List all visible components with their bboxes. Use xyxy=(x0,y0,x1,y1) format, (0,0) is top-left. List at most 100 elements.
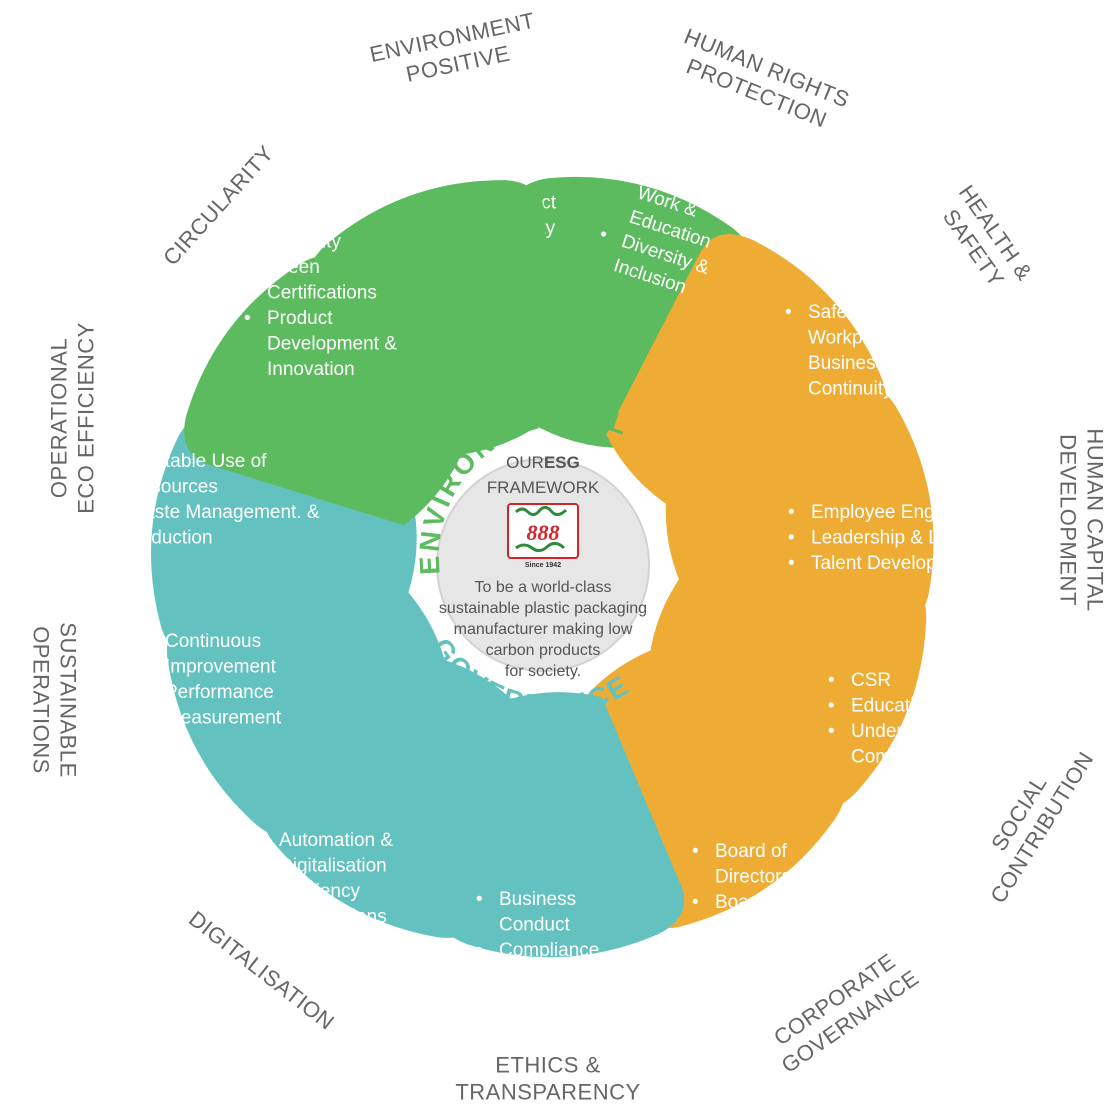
category-label-line: OPERATIONS xyxy=(29,626,54,774)
bullet-text: Measurement xyxy=(165,708,282,729)
logo-since: Since 1942 xyxy=(525,562,561,569)
center-circle xyxy=(436,458,650,672)
bullet-dot: • xyxy=(244,308,251,329)
bullet-text: Business xyxy=(499,889,576,910)
segment-bullets: • Equitable Use of Resources • Waste Managem… xyxy=(104,451,320,549)
category-label-line: HUMAN CAPITAL xyxy=(1083,428,1108,611)
segment-petal xyxy=(184,255,467,526)
bullet-text: Directors xyxy=(715,867,791,888)
bullet-text: Green xyxy=(267,257,320,278)
segment-4: • Employee Engagement • Leadership & Legacy… xyxy=(648,502,1009,810)
segment-petal xyxy=(648,567,927,810)
bullet-dot: • xyxy=(256,830,263,851)
bullet-dot: • xyxy=(104,502,111,523)
bullet-text: Data Security xyxy=(499,991,614,1012)
bullet-text: Continuity xyxy=(808,379,893,400)
bullet-text: Anti-Corruption xyxy=(499,966,627,987)
bullet-dot: • xyxy=(785,302,792,323)
bullet-text: Carbon xyxy=(441,116,503,137)
segment-bullets: •RecyclingCapacity•GreenCertifications•P… xyxy=(244,206,397,380)
bullet-dot: • xyxy=(788,528,795,549)
bullet-dot: • xyxy=(142,682,149,703)
bullet-text: Underprivilege xyxy=(851,721,974,742)
bullet-text: Equitable Use of xyxy=(127,451,267,472)
bullet-dot: • xyxy=(476,966,483,987)
bullet-text: Performance xyxy=(165,682,274,703)
bullet-text: Innovation xyxy=(267,359,355,380)
category-label-line: OPERATIONAL xyxy=(47,338,72,498)
mission-line-1: To be a world-class xyxy=(475,579,612,596)
category-label: HEALTH &SAFETY xyxy=(938,180,1038,291)
segment-bullets: •Automation &Digitalisation•Efficiency•F… xyxy=(256,830,393,928)
bullet-dot: • xyxy=(788,553,795,574)
logo-text: 888 xyxy=(527,520,560,545)
bullet-dot: • xyxy=(628,127,641,149)
segment-petal xyxy=(308,180,546,456)
segment-10: • Equitable Use of Resources • Waste Managem… xyxy=(104,255,467,549)
bullet-dot: • xyxy=(418,116,425,137)
segment-11: •RecyclingCapacity•GreenCertifications•P… xyxy=(244,180,546,456)
bullet-text: Compliance xyxy=(499,940,599,961)
mission-line-2: sustainable plastic packaging xyxy=(439,600,647,617)
bullet-text: Talent Development xyxy=(811,553,980,574)
bullet-text: Safe & Conducive xyxy=(808,302,960,323)
bullet-dot: • xyxy=(256,881,263,902)
bullet-text: Digitalisation xyxy=(279,856,387,877)
bullet-text: Education xyxy=(851,696,936,717)
bullet-text: Community xyxy=(851,747,948,768)
bullet-dot: • xyxy=(244,257,251,278)
bullet-text: Certifications xyxy=(267,283,377,304)
category-label-line: ETHICS & xyxy=(495,1053,600,1078)
bullet-text: Capacity xyxy=(267,232,341,253)
center-title-line2: FRAMEWORK xyxy=(487,478,600,497)
bullet-dot: • xyxy=(828,670,835,691)
category-label-line: ECO EFFICIENCY xyxy=(74,322,99,514)
bullet-text: Reduction xyxy=(127,528,213,549)
bullet-text: Workplace for xyxy=(808,328,926,349)
bullet-text: Resources xyxy=(127,477,218,498)
bullet-dot: • xyxy=(244,206,251,227)
segment-petal xyxy=(665,383,934,628)
category-label-line: CIRCULARITY xyxy=(158,140,278,270)
bullet-dot: • xyxy=(142,631,149,652)
bullet-dot: • xyxy=(476,889,483,910)
category-label: CIRCULARITY xyxy=(158,140,278,270)
bullet-text: Product xyxy=(267,308,333,329)
bullet-text: Board of xyxy=(715,841,788,862)
bullet-text: Automation & xyxy=(279,830,393,851)
bullet-dot: • xyxy=(828,721,835,742)
segment-petal xyxy=(510,176,752,449)
bullet-text: Efficiency xyxy=(279,881,360,902)
segment-bullets: •ContinuousImprovement•PerformanceMeasur… xyxy=(142,631,282,729)
bullet-dot: • xyxy=(788,502,795,523)
center-title-line1: OURESG xyxy=(506,453,580,472)
bullet-text: Board Diversity xyxy=(715,892,844,913)
bullet-text: Leadership & Legacy xyxy=(811,528,990,549)
bullet-dot: • xyxy=(104,451,111,472)
bullet-text: Employee Engagement xyxy=(811,502,1009,523)
bullet-text: Future Plans xyxy=(279,907,387,928)
bullet-dot: • xyxy=(476,940,483,961)
category-label-line: TRANSPARENCY xyxy=(455,1080,640,1105)
category-label: ETHICS &TRANSPARENCY xyxy=(455,1053,640,1105)
bullet-text: Conduct xyxy=(499,915,570,936)
bullet-text: Continuous xyxy=(165,631,261,652)
bullet-text: Reduction & xyxy=(441,142,545,163)
bullet-text: Waste Management. & xyxy=(127,502,320,523)
category-label-line: SUSTAINABLE xyxy=(56,622,81,777)
center-hub: OURESG FRAMEWORK 888 Since 1942 To be a … xyxy=(436,453,650,680)
mission-line-5: for society. xyxy=(505,663,581,680)
company-logo: 888 Since 1942 xyxy=(507,503,579,569)
mission-line-3: manufacturer making low xyxy=(454,621,633,638)
